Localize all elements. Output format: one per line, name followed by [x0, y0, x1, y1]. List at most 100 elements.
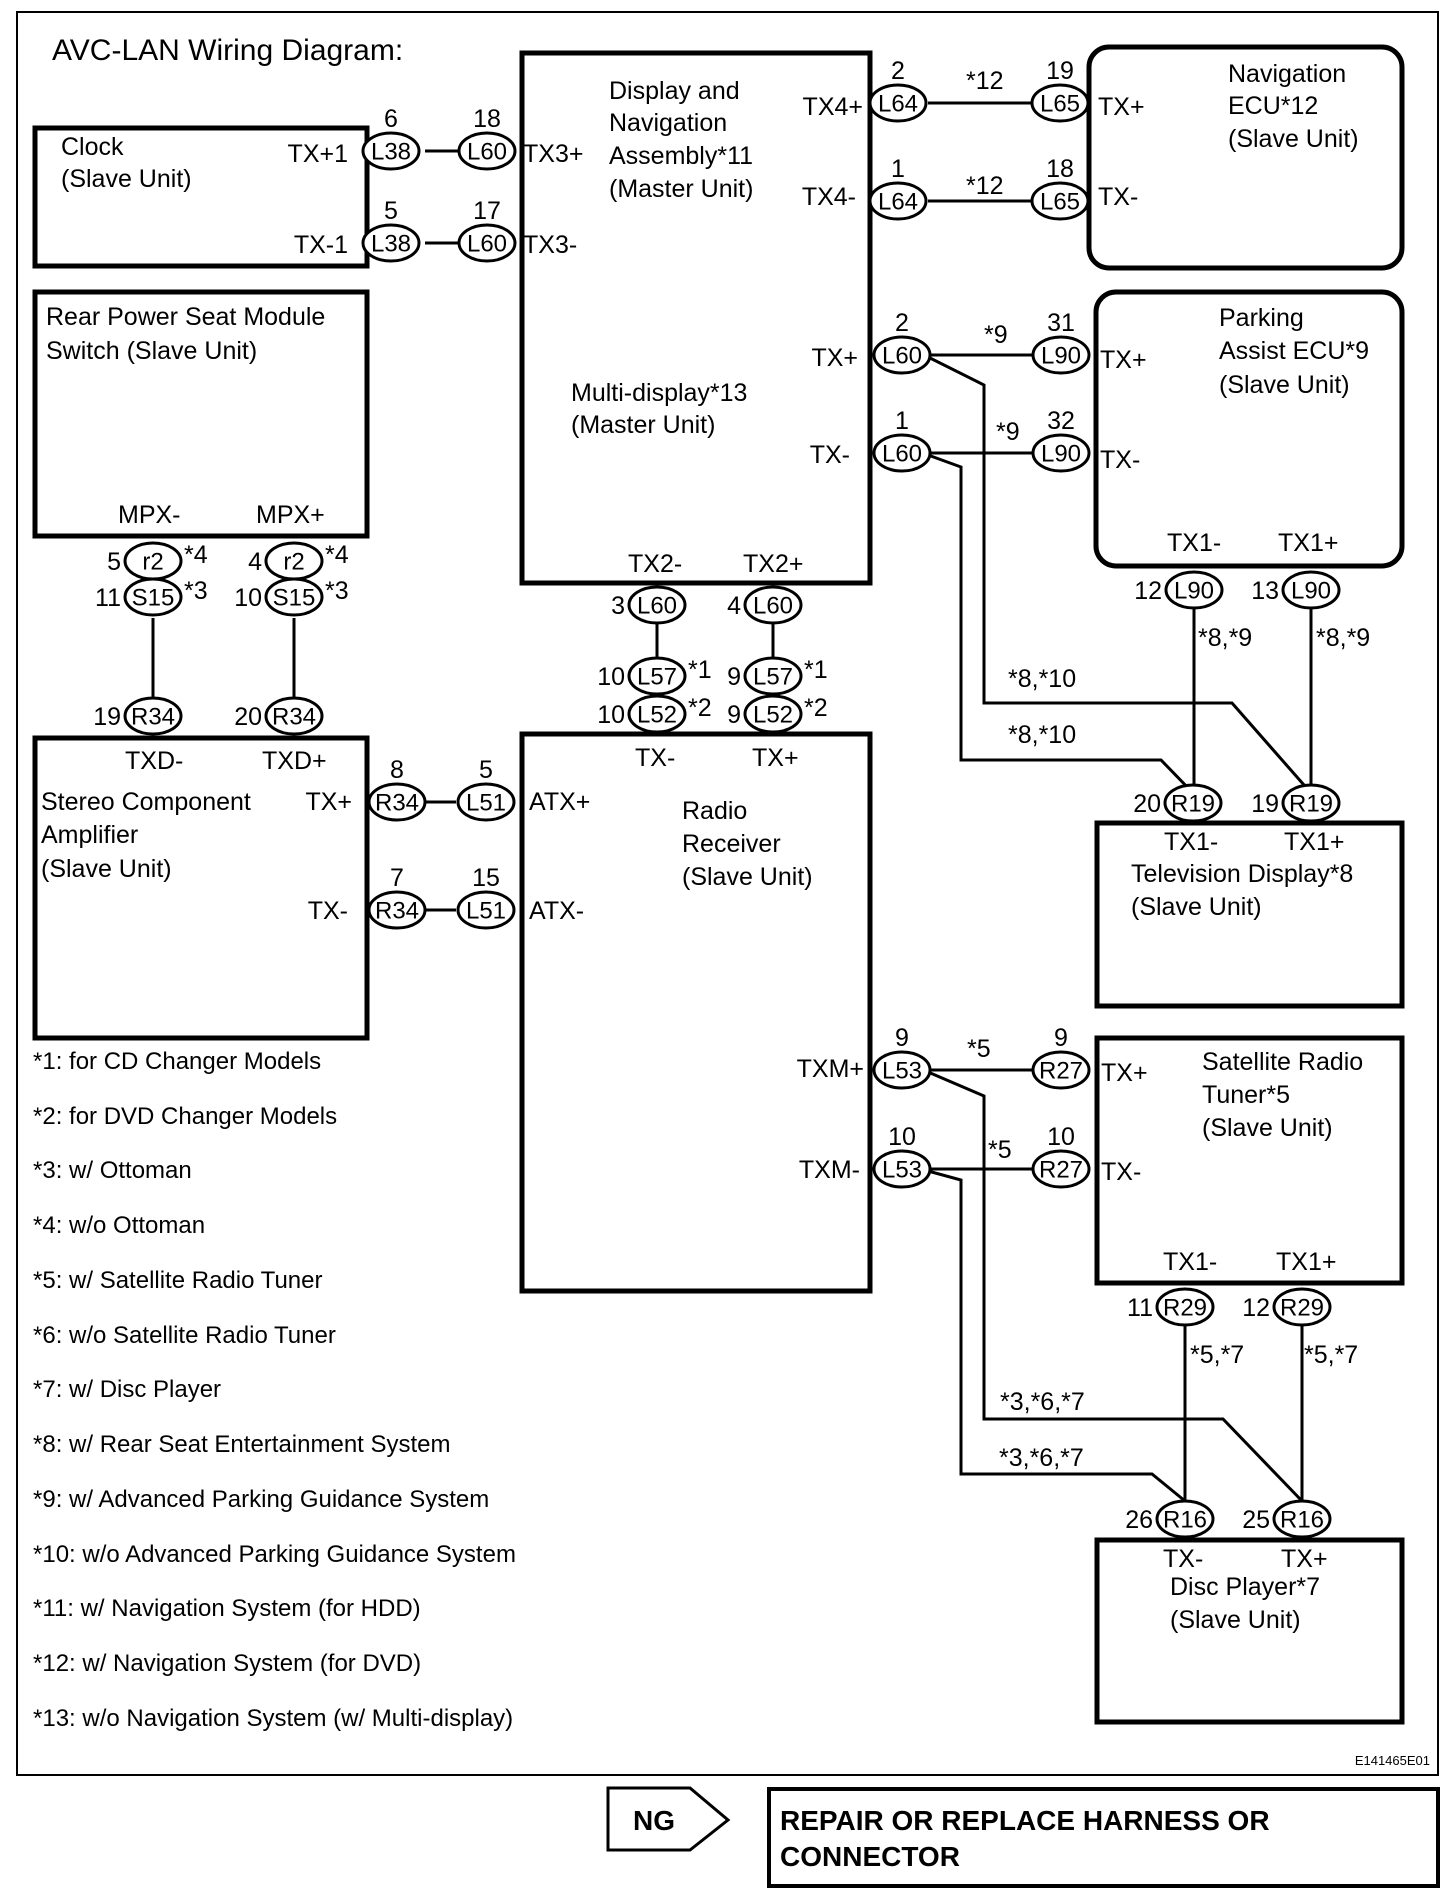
connector-oval	[361, 131, 421, 171]
display-nav-box	[519, 50, 873, 586]
connector-pin-number: 4	[727, 592, 741, 620]
wire-notes: *12 *12 *9 *9 *8,*9 *8,*9 *8,*10 *8,*10 …	[966, 67, 1370, 1472]
connector-pin-number: 8	[390, 756, 404, 784]
connector-code: L53	[882, 1157, 922, 1184]
tv-label-1: Television Display*8	[1131, 860, 1353, 888]
action-line-2: CONNECTOR	[780, 1841, 960, 1872]
satellite-terminal-tx-minus: TX-	[1101, 1158, 1141, 1186]
footnote: *13: w/o Navigation System (w/ Multi-dis…	[33, 1705, 513, 1732]
tv-terminal-tx1-plus: TX1+	[1284, 828, 1344, 856]
footnote: *3: w/ Ottoman	[33, 1157, 192, 1184]
stereo-label-2: Amplifier	[41, 821, 138, 849]
connector-code: L90	[1174, 578, 1214, 605]
connector-pin-number: 6	[384, 105, 398, 133]
connector-oval	[264, 577, 324, 617]
connector-pin-number: 10	[234, 584, 262, 612]
connector-oval	[1272, 1499, 1332, 1539]
connector-oval	[1031, 1050, 1091, 1090]
connector-variant-note: *4	[184, 541, 208, 569]
connector-code: L60	[882, 441, 922, 468]
connector-code: L38	[371, 139, 411, 166]
wire-note: *5,*7	[1190, 1341, 1244, 1369]
satellite-terminal-tx1-plus: TX1+	[1276, 1248, 1336, 1276]
display-terminal-tx2-plus: TX2+	[743, 550, 803, 578]
footnote: *1: for CD Changer Models	[33, 1048, 321, 1075]
connector-oval	[1030, 181, 1090, 221]
footnote: *2: for DVD Changer Models	[33, 1103, 337, 1130]
stereo-terminal-txd-plus: TXD+	[262, 747, 327, 775]
connector-code: L60	[753, 593, 793, 620]
connector-pin-number: 1	[895, 407, 909, 435]
unit-display-nav: Display and Navigation Assembly*11 (Mast…	[519, 50, 873, 586]
display-nav-label-4: (Master Unit)	[609, 175, 753, 203]
radio-label-2: Receiver	[682, 830, 781, 858]
radio-terminal-tx-plus: TX+	[752, 744, 799, 772]
connector-code: L51	[466, 898, 506, 925]
footnote: *7: w/ Disc Player	[33, 1376, 221, 1403]
connector-code: R29	[1163, 1295, 1207, 1322]
rear-seat-label-2: Switch (Slave Unit)	[46, 337, 257, 365]
connector-oval	[367, 890, 427, 930]
connector-pin-number: 10	[888, 1123, 916, 1151]
connector-oval	[123, 577, 183, 617]
nav-ecu-label-2: ECU*12	[1228, 92, 1318, 120]
satellite-terminal-tx1-minus: TX1-	[1163, 1248, 1217, 1276]
connector-code: L52	[753, 702, 793, 729]
result-row: NG REPAIR OR REPLACE HARNESS OR CONNECTO…	[606, 1786, 1440, 1888]
connector-code: L57	[753, 664, 793, 691]
connector-oval	[367, 782, 427, 822]
connector-pin-number: 19	[93, 703, 121, 731]
wires	[151, 101, 1313, 1503]
connector-variant-note: *2	[688, 694, 712, 722]
connector-oval	[457, 223, 517, 263]
connector-oval	[627, 694, 687, 734]
connector-pin-number: 18	[473, 105, 501, 133]
wire-note: *8,*9	[1198, 624, 1252, 652]
radio-terminal-tx-minus: TX-	[635, 744, 675, 772]
clock-box	[32, 125, 370, 269]
multi-display-label-2: (Master Unit)	[571, 411, 715, 439]
figure-id: E141465E01	[1355, 1753, 1430, 1768]
wire-note: *3,*6,*7	[1000, 1388, 1085, 1416]
wire-note: *8,*10	[1008, 721, 1076, 749]
connector-code: R27	[1039, 1058, 1083, 1085]
tv-label-2: (Slave Unit)	[1131, 893, 1262, 921]
connector-oval	[457, 131, 517, 171]
connector-oval	[872, 1050, 932, 1090]
connector-oval	[1031, 335, 1091, 375]
radio-terminal-atx-minus: ATX-	[529, 897, 584, 925]
connector-oval	[872, 335, 932, 375]
connector-pin-number: 15	[472, 864, 500, 892]
connector-pin-number: 5	[479, 756, 493, 784]
unit-radio: TX- TX+ ATX+ ATX- Radio Receiver (Slave …	[519, 731, 873, 1294]
connector-oval	[1030, 83, 1090, 123]
radio-terminal-txm-plus: TXM+	[797, 1055, 864, 1083]
wire-note: *12	[966, 67, 1004, 95]
parking-label-2: Assist ECU*9	[1219, 337, 1369, 365]
wire-note: *5,*7	[1304, 1341, 1358, 1369]
connector-code: R16	[1280, 1507, 1324, 1534]
wire-radio-to-disc-minus	[927, 1169, 1186, 1503]
connector-pin-number: 10	[597, 663, 625, 691]
connector-oval	[872, 1149, 932, 1189]
radio-terminal-txm-minus: TXM-	[799, 1156, 860, 1184]
